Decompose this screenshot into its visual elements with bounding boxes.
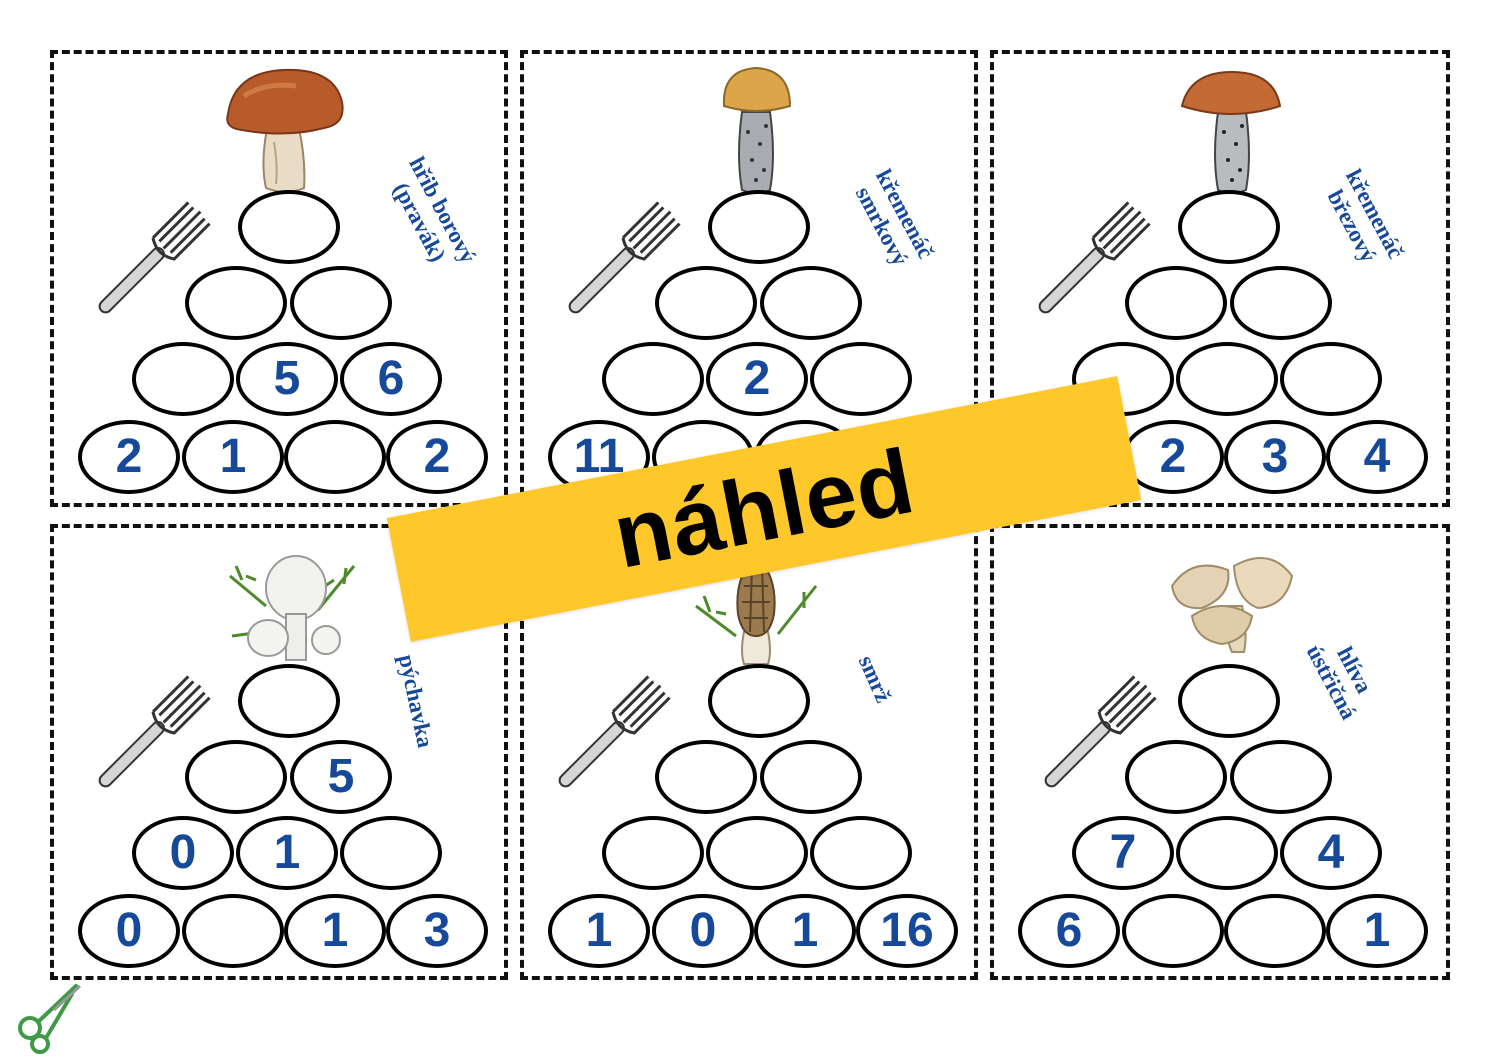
pyramid-cell[interactable] bbox=[1122, 894, 1224, 968]
mushroom-name-line-1: smrž bbox=[853, 651, 897, 707]
pyramid-cell[interactable]: 1 bbox=[182, 420, 284, 494]
pyramid-cell[interactable] bbox=[284, 420, 386, 494]
pyramid-cell[interactable] bbox=[1176, 816, 1278, 890]
fork-icon bbox=[98, 201, 211, 314]
pyramid-cell[interactable] bbox=[1280, 342, 1382, 416]
pine-bolete-image bbox=[226, 68, 344, 193]
pyramid-cell[interactable]: 2 bbox=[78, 420, 180, 494]
pyramid-cell[interactable] bbox=[185, 266, 287, 340]
fork-icon bbox=[98, 675, 211, 788]
mushroom-name-label: pýchavka bbox=[393, 652, 439, 750]
pyramid-cell[interactable]: 6 bbox=[1018, 894, 1120, 968]
pyramid-cell[interactable]: 16 bbox=[856, 894, 958, 968]
pyramid-cell[interactable]: 1 bbox=[236, 816, 338, 890]
pyramid-cell[interactable] bbox=[290, 266, 392, 340]
pyramid-cell[interactable] bbox=[810, 342, 912, 416]
pyramid-cell[interactable] bbox=[238, 664, 340, 738]
spruce-bolete-image bbox=[722, 66, 792, 194]
mushroom-name-label: křemenáč smrkový bbox=[846, 165, 938, 276]
pyramid-cell[interactable] bbox=[1230, 266, 1332, 340]
pyramid-cell[interactable] bbox=[760, 266, 862, 340]
pyramid-cell[interactable]: 1 bbox=[284, 894, 386, 968]
pyramid-cell[interactable]: 0 bbox=[652, 894, 754, 968]
card-oyster-mushroom: hlíva ústřičná 7 4 6 1 bbox=[990, 524, 1450, 980]
pyramid-cell[interactable]: 1 bbox=[548, 894, 650, 968]
pyramid-cell[interactable] bbox=[655, 266, 757, 340]
pyramid-cell[interactable] bbox=[1125, 740, 1227, 814]
oyster-mushroom-image bbox=[1170, 557, 1294, 653]
pyramid-cell[interactable]: 5 bbox=[236, 342, 338, 416]
pyramid-cell[interactable]: 6 bbox=[340, 342, 442, 416]
fork-icon bbox=[1044, 675, 1157, 788]
pyramid-cell[interactable]: 1 bbox=[754, 894, 856, 968]
mushroom-name-label: hřib borový (pravák) bbox=[380, 153, 481, 281]
morel-image bbox=[695, 554, 818, 665]
fork-icon bbox=[558, 675, 671, 788]
scissors-icon bbox=[18, 984, 82, 1054]
fork-icon bbox=[1038, 201, 1151, 314]
pyramid-cell[interactable]: 3 bbox=[386, 894, 488, 968]
mushroom-name-line-1: pýchavka bbox=[393, 652, 439, 750]
pyramid-cell[interactable] bbox=[1178, 664, 1280, 738]
card-pine-bolete: hřib borový (pravák) 5 6 2 1 2 bbox=[50, 50, 508, 507]
pyramid-cell[interactable] bbox=[655, 740, 757, 814]
card-birch-bolete: křemenáč březový 2 3 4 bbox=[990, 50, 1450, 507]
pyramid-cell[interactable] bbox=[708, 664, 810, 738]
pyramid-cell[interactable]: 1 bbox=[1326, 894, 1428, 968]
pyramid-cell[interactable]: 7 bbox=[1072, 816, 1174, 890]
mushroom-name-label: hlíva ústřičná bbox=[1300, 628, 1384, 724]
pyramid-cell[interactable] bbox=[708, 190, 810, 264]
puffball-image bbox=[229, 555, 356, 661]
pyramid-cell[interactable] bbox=[1230, 740, 1332, 814]
pyramid-cell[interactable] bbox=[1178, 190, 1280, 264]
birch-bolete-image bbox=[1180, 70, 1282, 194]
mushroom-name-label: smrž bbox=[852, 651, 897, 707]
pyramid-cell[interactable]: 4 bbox=[1326, 420, 1428, 494]
pyramid-cell[interactable] bbox=[1224, 894, 1326, 968]
card-spruce-bolete: křemenáč smrkový 2 11 1 bbox=[520, 50, 978, 507]
pyramid-cell[interactable] bbox=[340, 816, 442, 890]
fork-icon bbox=[568, 201, 681, 314]
mushroom-name-label: křemenáč březový bbox=[1316, 165, 1408, 276]
pyramid-cell[interactable]: 3 bbox=[1224, 420, 1326, 494]
pyramid-cell[interactable] bbox=[182, 894, 284, 968]
pyramid-cell[interactable] bbox=[706, 816, 808, 890]
pyramid-cell[interactable] bbox=[602, 342, 704, 416]
pyramid-cell[interactable]: 2 bbox=[1122, 420, 1224, 494]
pyramid-cell[interactable] bbox=[760, 740, 862, 814]
pyramid-cell[interactable]: 2 bbox=[386, 420, 488, 494]
pyramid-cell[interactable] bbox=[1125, 266, 1227, 340]
pyramid-cell[interactable] bbox=[602, 816, 704, 890]
pyramid-cell[interactable] bbox=[185, 740, 287, 814]
pyramid-cell[interactable]: 0 bbox=[78, 894, 180, 968]
pyramid-cell[interactable] bbox=[238, 190, 340, 264]
pyramid-cell[interactable]: 5 bbox=[290, 740, 392, 814]
pyramid-cell[interactable]: 2 bbox=[706, 342, 808, 416]
pyramid-cell[interactable] bbox=[810, 816, 912, 890]
pyramid-cell[interactable] bbox=[1176, 342, 1278, 416]
pyramid-cell[interactable] bbox=[132, 342, 234, 416]
pyramid-cell[interactable]: 0 bbox=[132, 816, 234, 890]
pyramid-cell[interactable]: 4 bbox=[1280, 816, 1382, 890]
